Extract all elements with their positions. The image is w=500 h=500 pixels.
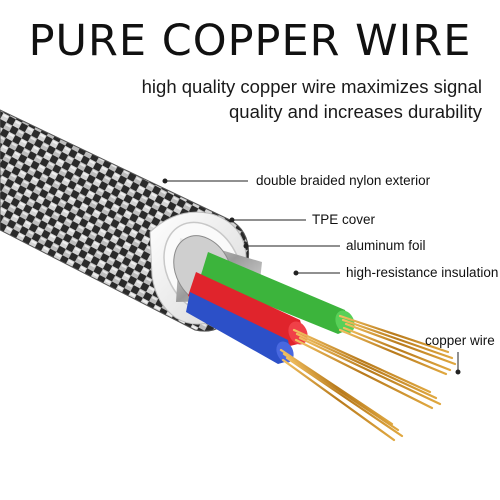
blue-insulation [186, 292, 292, 364]
label-insulation: high-resistance insulation [346, 265, 499, 280]
label-copper-wire: copper wire [425, 333, 495, 348]
label-tpe-cover: TPE cover [312, 212, 376, 227]
label-aluminum-foil: aluminum foil [346, 238, 426, 253]
green-insulation [200, 252, 352, 334]
red-insulation [188, 272, 306, 346]
subtitle-line-1: high quality copper wire maximizes signa… [141, 76, 482, 97]
subtitle-line-2: quality and increases durability [229, 101, 482, 122]
label-braided-exterior: double braided nylon exterior [256, 173, 431, 188]
leader-lines [162, 178, 461, 375]
copper-strands [279, 314, 457, 442]
page-title: PURE COPPER WIRE [28, 16, 472, 66]
